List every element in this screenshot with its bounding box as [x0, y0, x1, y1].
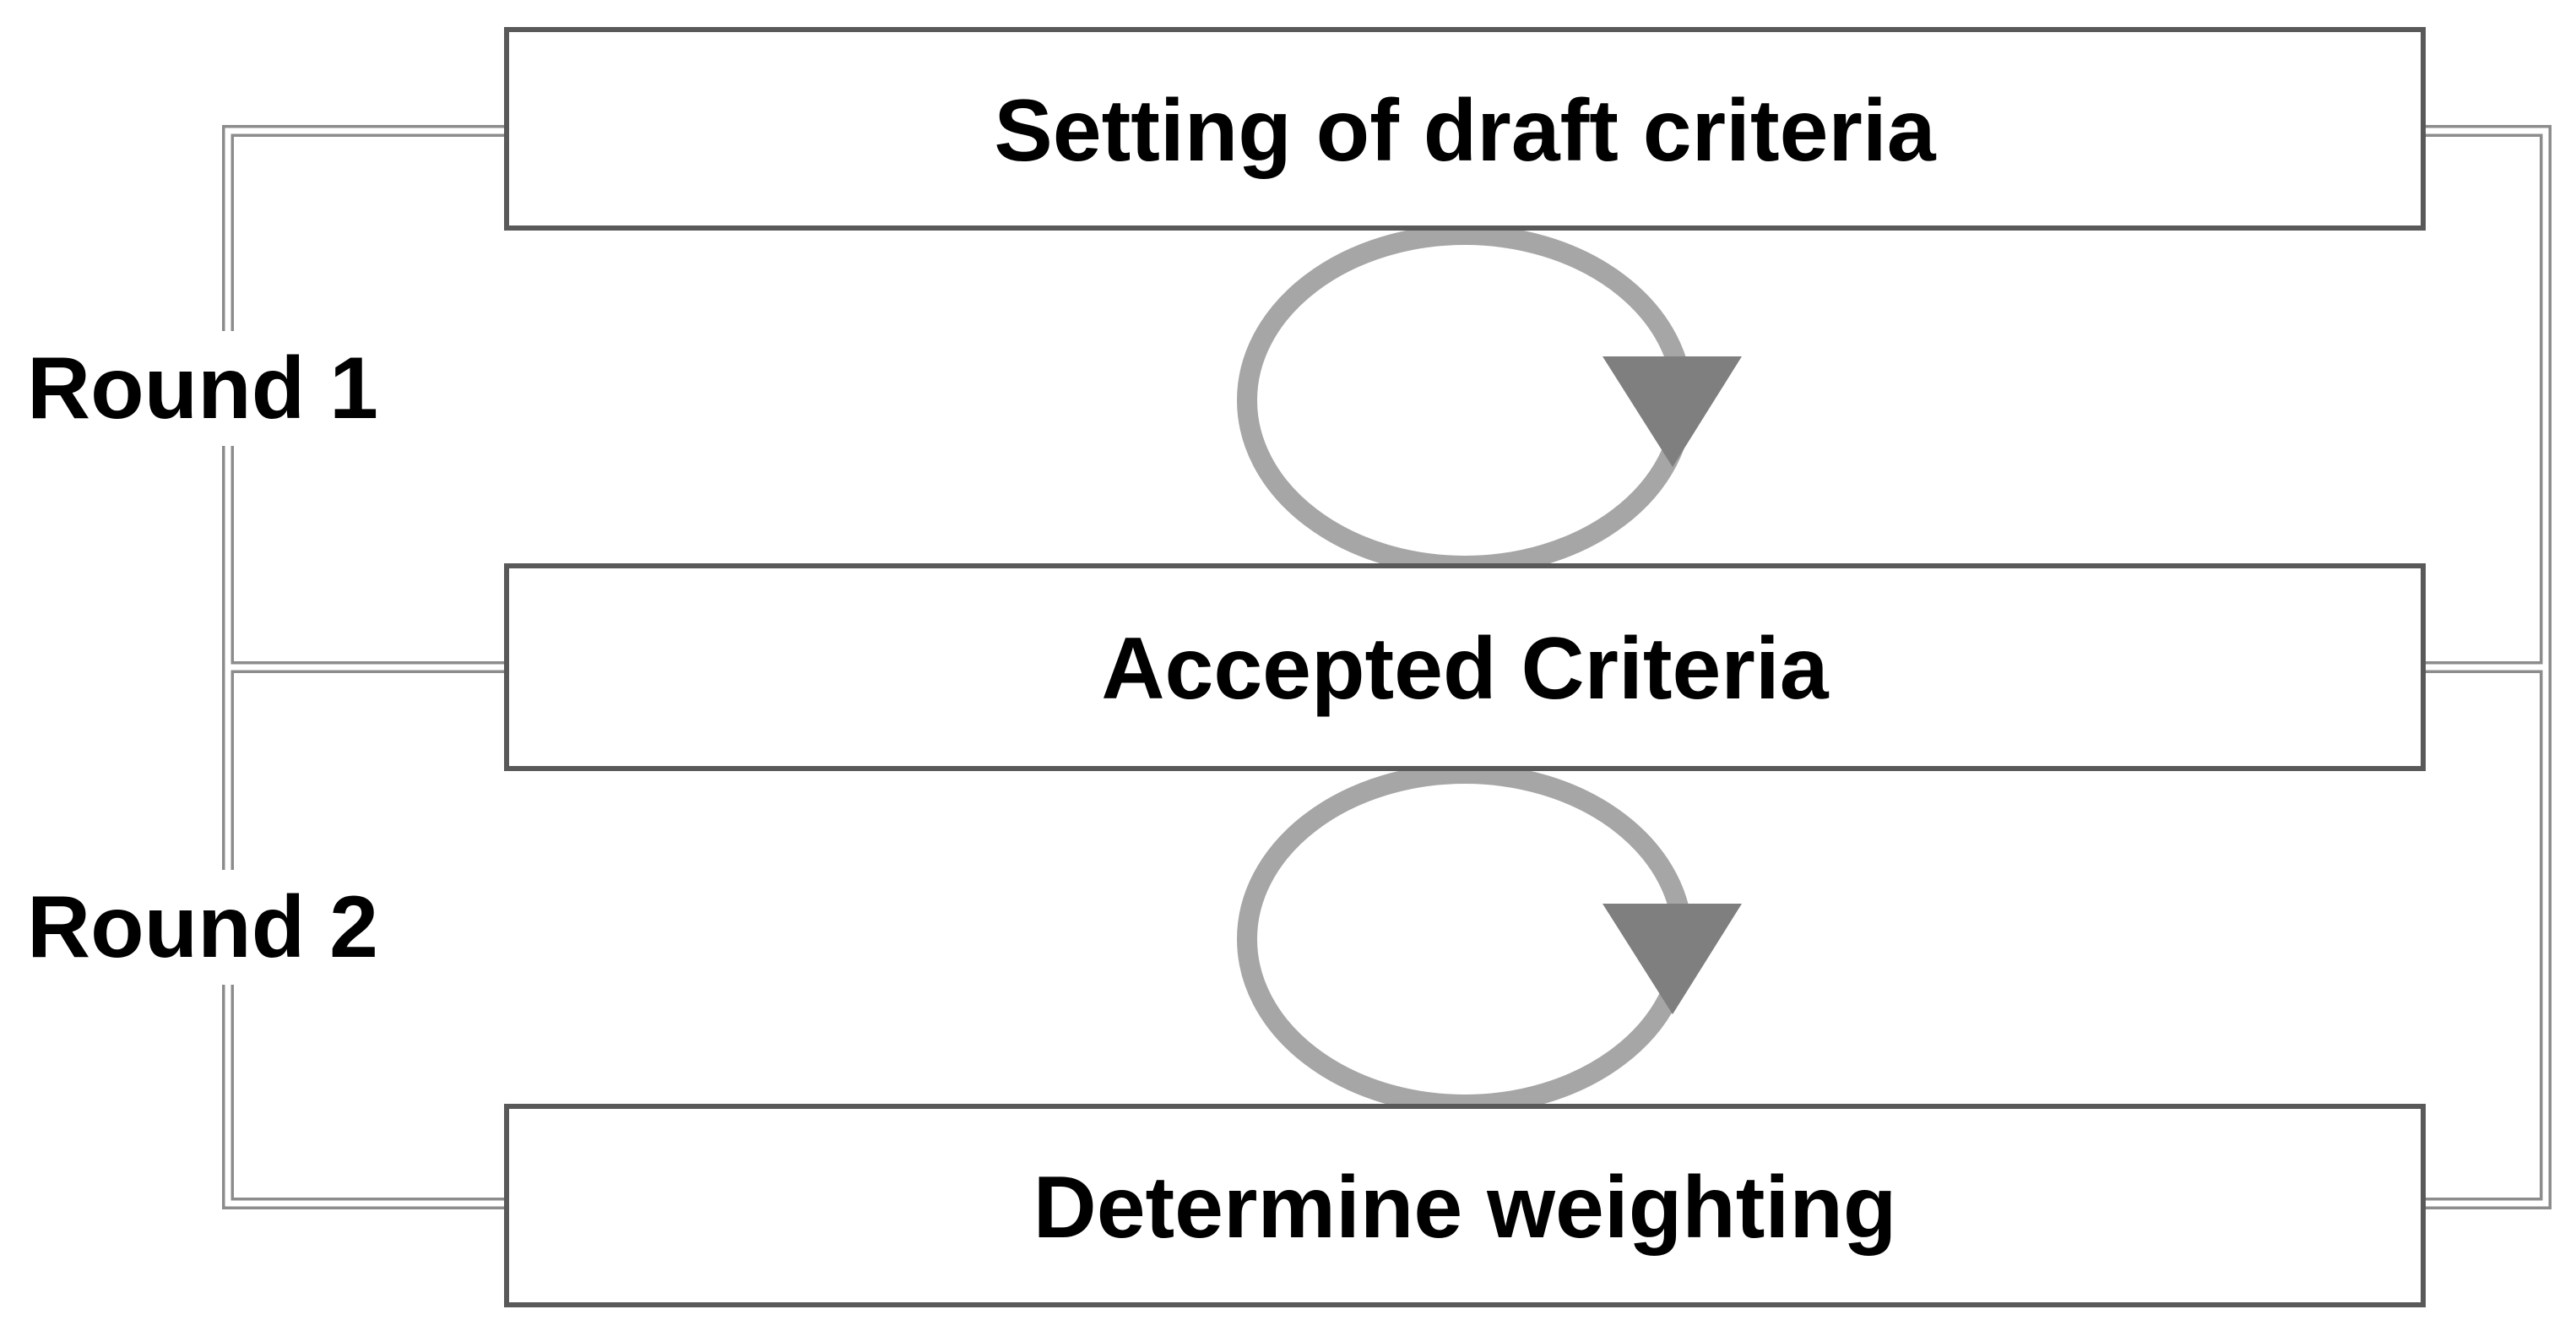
step-box-draft-criteria: Setting of draft criteria [504, 27, 2426, 231]
left-bracket [222, 125, 507, 1209]
step-box-determine-weighting: Determine weighting [504, 1104, 2426, 1307]
right-bracket [2423, 125, 2552, 1209]
round-label-2: Round 2 [19, 870, 441, 985]
step-box-accepted-criteria: Accepted Criteria [504, 563, 2426, 771]
round-label-1: Round 1 [19, 331, 441, 446]
step-label-determine-weighting: Determine weighting [1033, 1159, 1897, 1257]
circular-arrow-icon [1237, 763, 1742, 1115]
round-1-label: Round 1 [27, 340, 378, 437]
circular-arrow-icon [1237, 225, 1742, 576]
step-label-draft-criteria: Setting of draft criteria [994, 82, 1936, 180]
step-label-accepted-criteria: Accepted Criteria [1101, 620, 1829, 718]
round-2-label: Round 2 [27, 878, 378, 976]
